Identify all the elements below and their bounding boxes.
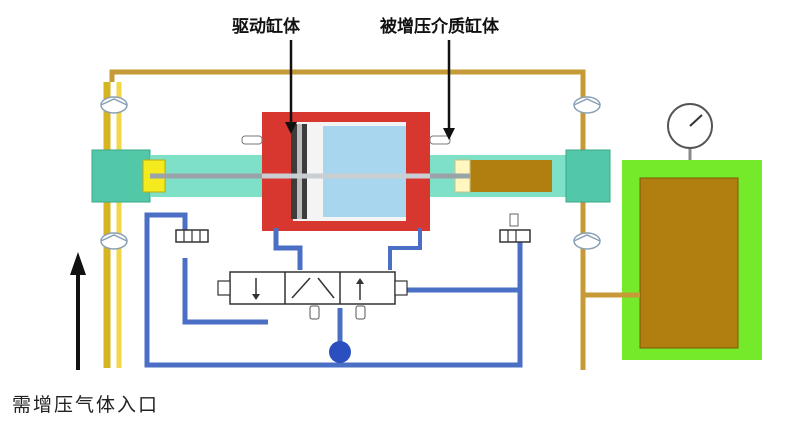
air-line-drive-right (388, 228, 422, 270)
air-line-left (144, 212, 523, 368)
reservoir-feed-pipe (580, 255, 640, 298)
drive-cylinder-label: 驱动缸体 (232, 17, 300, 37)
check-valve-icon (100, 96, 128, 114)
pointer-pressurized-arrowhead (443, 128, 455, 140)
gas-inlet-label: 需增压气体入口 (12, 394, 160, 416)
directional-valve (217, 271, 408, 305)
pointer-drive-arrowhead (285, 122, 297, 134)
silencer-icon (309, 305, 320, 320)
check-valve-icon (100, 232, 128, 250)
air-line-drive-top (273, 228, 303, 270)
drive-piston-highlight (297, 124, 302, 219)
air-source-icon (329, 341, 351, 363)
check-valve-icon (573, 232, 601, 250)
silencer-icon (355, 305, 366, 320)
reservoir-inner (639, 177, 739, 349)
check-valve-icon (573, 96, 601, 114)
right-end-cap (565, 149, 611, 203)
top-loop-pipe (109, 69, 586, 370)
pressurized-chamber (323, 126, 406, 217)
port-right (429, 135, 451, 145)
port-left (241, 135, 263, 145)
air-line-inner (182, 258, 268, 325)
pressure-gauge-icon (667, 103, 713, 149)
left-end-cap (91, 149, 151, 203)
pressurized-cylinder-label: 被增压介质缸体 (380, 17, 499, 37)
solenoid-valve-icon (175, 229, 209, 243)
right-piston-medium (470, 160, 552, 192)
flow-arrow-icon (70, 252, 86, 370)
solenoid-valve-icon (499, 213, 531, 243)
